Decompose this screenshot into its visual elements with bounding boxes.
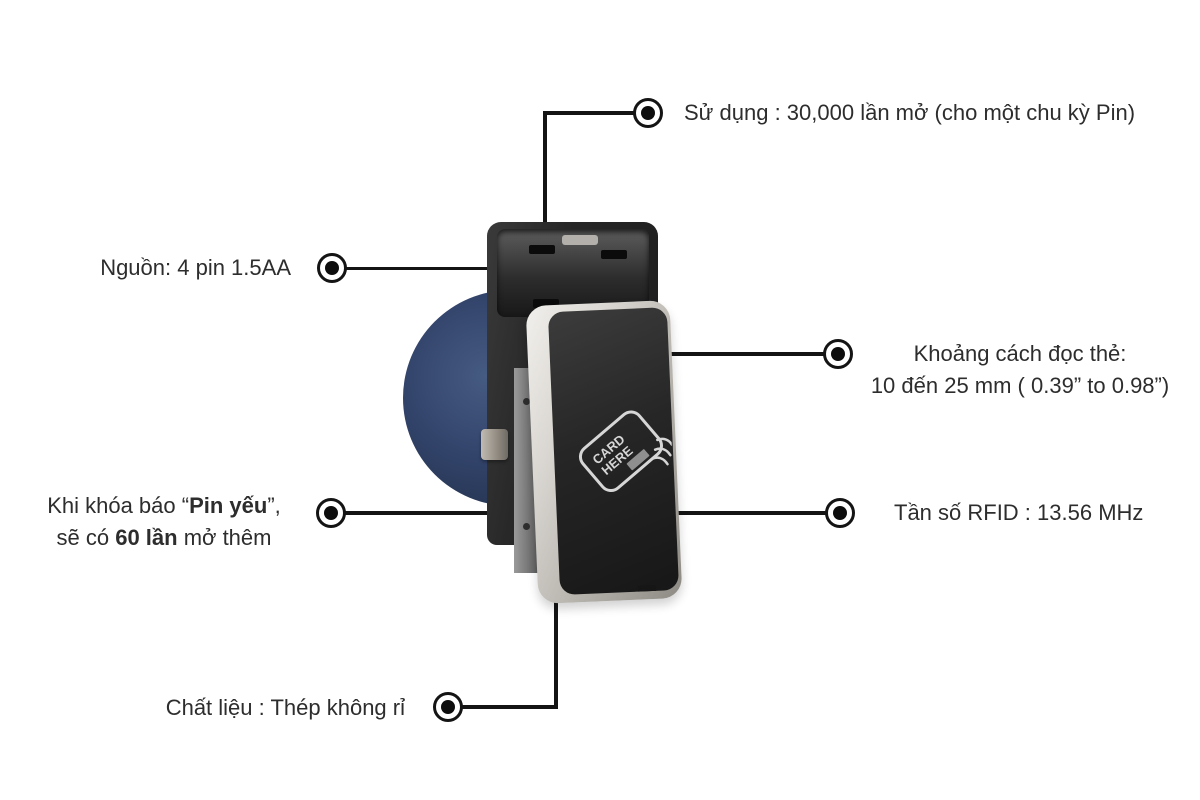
- latch-bolt: [481, 429, 508, 460]
- battery-clip: [529, 245, 555, 254]
- connector-dot-icon: [317, 253, 347, 283]
- callout-read-distance-label: Khoảng cách đọc thẻ: 10 đến 25 mm ( 0.39…: [860, 338, 1180, 402]
- callout-usage-label: Sử dụng : 30,000 lần mở (cho một chu kỳ …: [684, 100, 1136, 125]
- low-battery-line1-suffix: ”,: [267, 493, 281, 518]
- low-battery-line2-suffix: mở thêm: [177, 525, 272, 550]
- connector-dot-icon: [433, 692, 463, 722]
- connector-line: [543, 111, 547, 230]
- connector-line: [554, 592, 558, 707]
- connector-line: [332, 267, 492, 270]
- callout-low-battery-label: Khi khóa báo “Pin yếu”, sẽ có 60 lần mở …: [14, 490, 314, 554]
- hand-icon: [651, 437, 674, 466]
- panel-bottom-tab: [637, 584, 657, 594]
- battery-clip: [533, 299, 559, 308]
- connector-dot-icon: [316, 498, 346, 528]
- screw-icon: [523, 398, 530, 405]
- low-battery-line1-prefix: Khi khóa báo “: [47, 493, 190, 518]
- low-battery-line1-bold: Pin yếu: [189, 493, 268, 518]
- screw-icon: [523, 523, 530, 530]
- connector-line: [448, 705, 558, 709]
- low-battery-line2-bold: 60 lần: [115, 525, 178, 550]
- low-battery-line2-prefix: sẽ có: [56, 525, 116, 550]
- card-stripe: [626, 449, 650, 471]
- battery-clip: [601, 250, 627, 259]
- rfid-reader-face: CARD HERE: [547, 307, 680, 596]
- read-distance-line1: Khoảng cách đọc thẻ:: [913, 341, 1127, 366]
- connector-dot-icon: [825, 498, 855, 528]
- callout-rfid-label: Tần số RFID : 13.56 MHz: [894, 500, 1144, 525]
- callout-power-label: Nguồn: 4 pin 1.5AA: [100, 255, 291, 280]
- callout-material-label: Chất liệu : Thép không rỉ: [165, 695, 405, 720]
- read-distance-line2: 10 đến 25 mm ( 0.39” to 0.98”): [870, 373, 1170, 398]
- connector-line: [331, 511, 494, 515]
- lock-front-panel: CARD HERE: [525, 300, 683, 604]
- connector-line: [668, 511, 840, 515]
- connector-line: [545, 111, 648, 115]
- connector-dot-icon: [823, 339, 853, 369]
- connector-dot-icon: [633, 98, 663, 128]
- battery-slot: [562, 235, 598, 245]
- card-here-logo-icon: CARD HERE: [578, 410, 674, 493]
- connector-line: [670, 352, 838, 356]
